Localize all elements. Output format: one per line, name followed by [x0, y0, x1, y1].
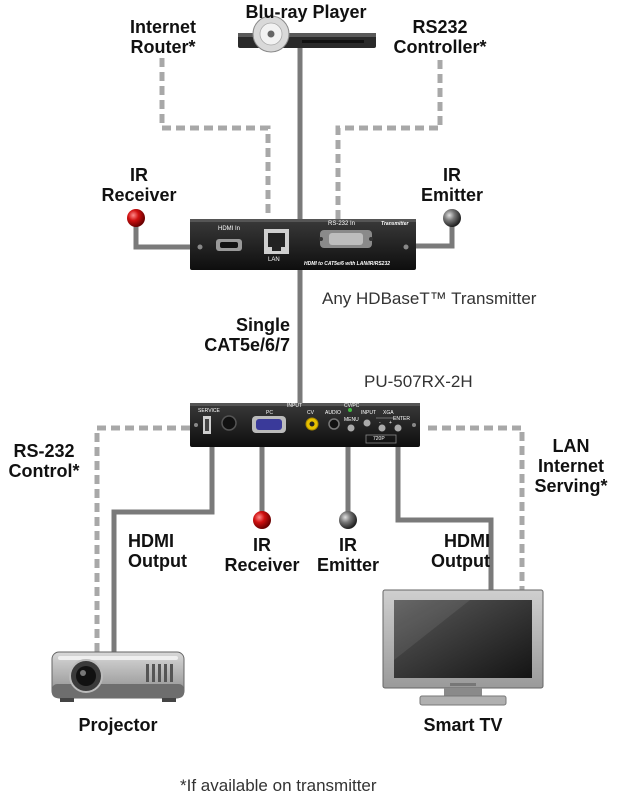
tx-subtitle-label: HDMI to CAT5e/6 with LAN/IR/RS232	[304, 261, 391, 267]
cable-label-line2: CAT5e/6/7	[204, 335, 290, 355]
ir-receiver-bot-label-line2: Receiver	[224, 555, 300, 575]
ir-receiver-bot-icon	[253, 511, 271, 529]
rx-menu-label: MENU	[344, 417, 359, 423]
rs232-control-label-line2: Control*	[8, 461, 80, 481]
lan-label-line3: Serving*	[534, 476, 608, 496]
hdmi-out-left-label-line1: HDMI	[128, 531, 174, 551]
rs232-control-cable	[94, 425, 190, 652]
rx-service-label: SERVICE	[198, 408, 220, 414]
rs232-controller-label-line2: Controller*	[393, 37, 487, 57]
smart-tv-icon	[382, 589, 544, 706]
receiver-device	[190, 403, 420, 447]
lan-label-line1: LAN	[552, 436, 590, 456]
transmitter-device	[190, 219, 416, 270]
rx-minus-label: -	[379, 420, 381, 426]
rx-cvpc-label: CV/PC	[344, 403, 360, 409]
rs232-controller-cable	[335, 60, 443, 222]
rx-input2-label: INPUT	[361, 410, 376, 416]
tx-tag-label: Transmitter	[381, 221, 409, 227]
rx-audio-label: AUDIO	[325, 410, 341, 416]
hdmi-out-tv-cable	[395, 444, 494, 592]
ir-emitter-bot-label-line2: Emitter	[316, 555, 379, 575]
receiver-model-label: PU-507RX-2H	[364, 372, 473, 391]
ir-receiver-top-icon	[127, 209, 145, 227]
rx-input-label: INPUT	[287, 403, 302, 409]
tx-hdmi-in-label: HDMI In	[218, 226, 241, 232]
audio-port	[328, 418, 340, 430]
projector-label: Projector	[78, 715, 158, 735]
lan-label-line2: Internet	[537, 456, 604, 476]
lan-serving-cable	[428, 425, 525, 592]
rx-pc-label: PC	[266, 410, 273, 416]
tx-lan-label: LAN	[268, 257, 280, 263]
tx-rs232-label: RS-232 In	[328, 221, 356, 227]
cable-label-line1: Single	[235, 315, 290, 335]
rx-720p-label: 720P	[373, 436, 385, 442]
rx-cv-label: CV	[307, 410, 314, 416]
rs232-control-label-line1: RS-232	[13, 441, 75, 461]
rx-plus-label: +	[389, 420, 392, 426]
ir-emitter-top-icon	[443, 209, 461, 227]
ir-emitter-top-cable	[416, 223, 455, 249]
footnote: *If available on transmitter	[180, 776, 377, 795]
bluray-label: Blu-ray Player	[245, 2, 367, 22]
hdmi-out-projector-cable	[111, 444, 215, 652]
router-cable	[159, 58, 271, 218]
ir-receiver-top-cable	[133, 223, 190, 250]
rx-xga-label: XGA	[383, 410, 394, 416]
ir-emitter-bot-label-line1: IR	[339, 535, 357, 555]
smart-tv-label: Smart TV	[423, 715, 503, 735]
ir-receiver-bot-label-line1: IR	[253, 535, 271, 555]
ir-emitter-bot-icon	[339, 511, 357, 529]
transmitter-caption: Any HDBaseT™ Transmitter	[322, 289, 537, 308]
rs232-controller-label-line1: RS232	[412, 17, 468, 37]
router-label-line1: Internet	[129, 17, 196, 37]
rx-enter-label: ENTER	[393, 416, 410, 422]
hdmi-out-right-label-line1: HDMI	[444, 531, 490, 551]
bluray-player	[238, 15, 376, 53]
router-label-line2: Router*	[130, 37, 196, 57]
ir-emitter-top-label-line1: IR	[443, 165, 461, 185]
ir-receiver-top-label-line1: IR	[130, 165, 148, 185]
hdmi-out-left-label-line2: Output	[128, 551, 187, 571]
ir-receiver-top-label-line2: Receiver	[101, 185, 177, 205]
hdmi-out-right-label-line2: Output	[431, 551, 490, 571]
ir-emitter-top-label-line2: Emitter	[420, 185, 483, 205]
projector-icon	[51, 651, 185, 702]
